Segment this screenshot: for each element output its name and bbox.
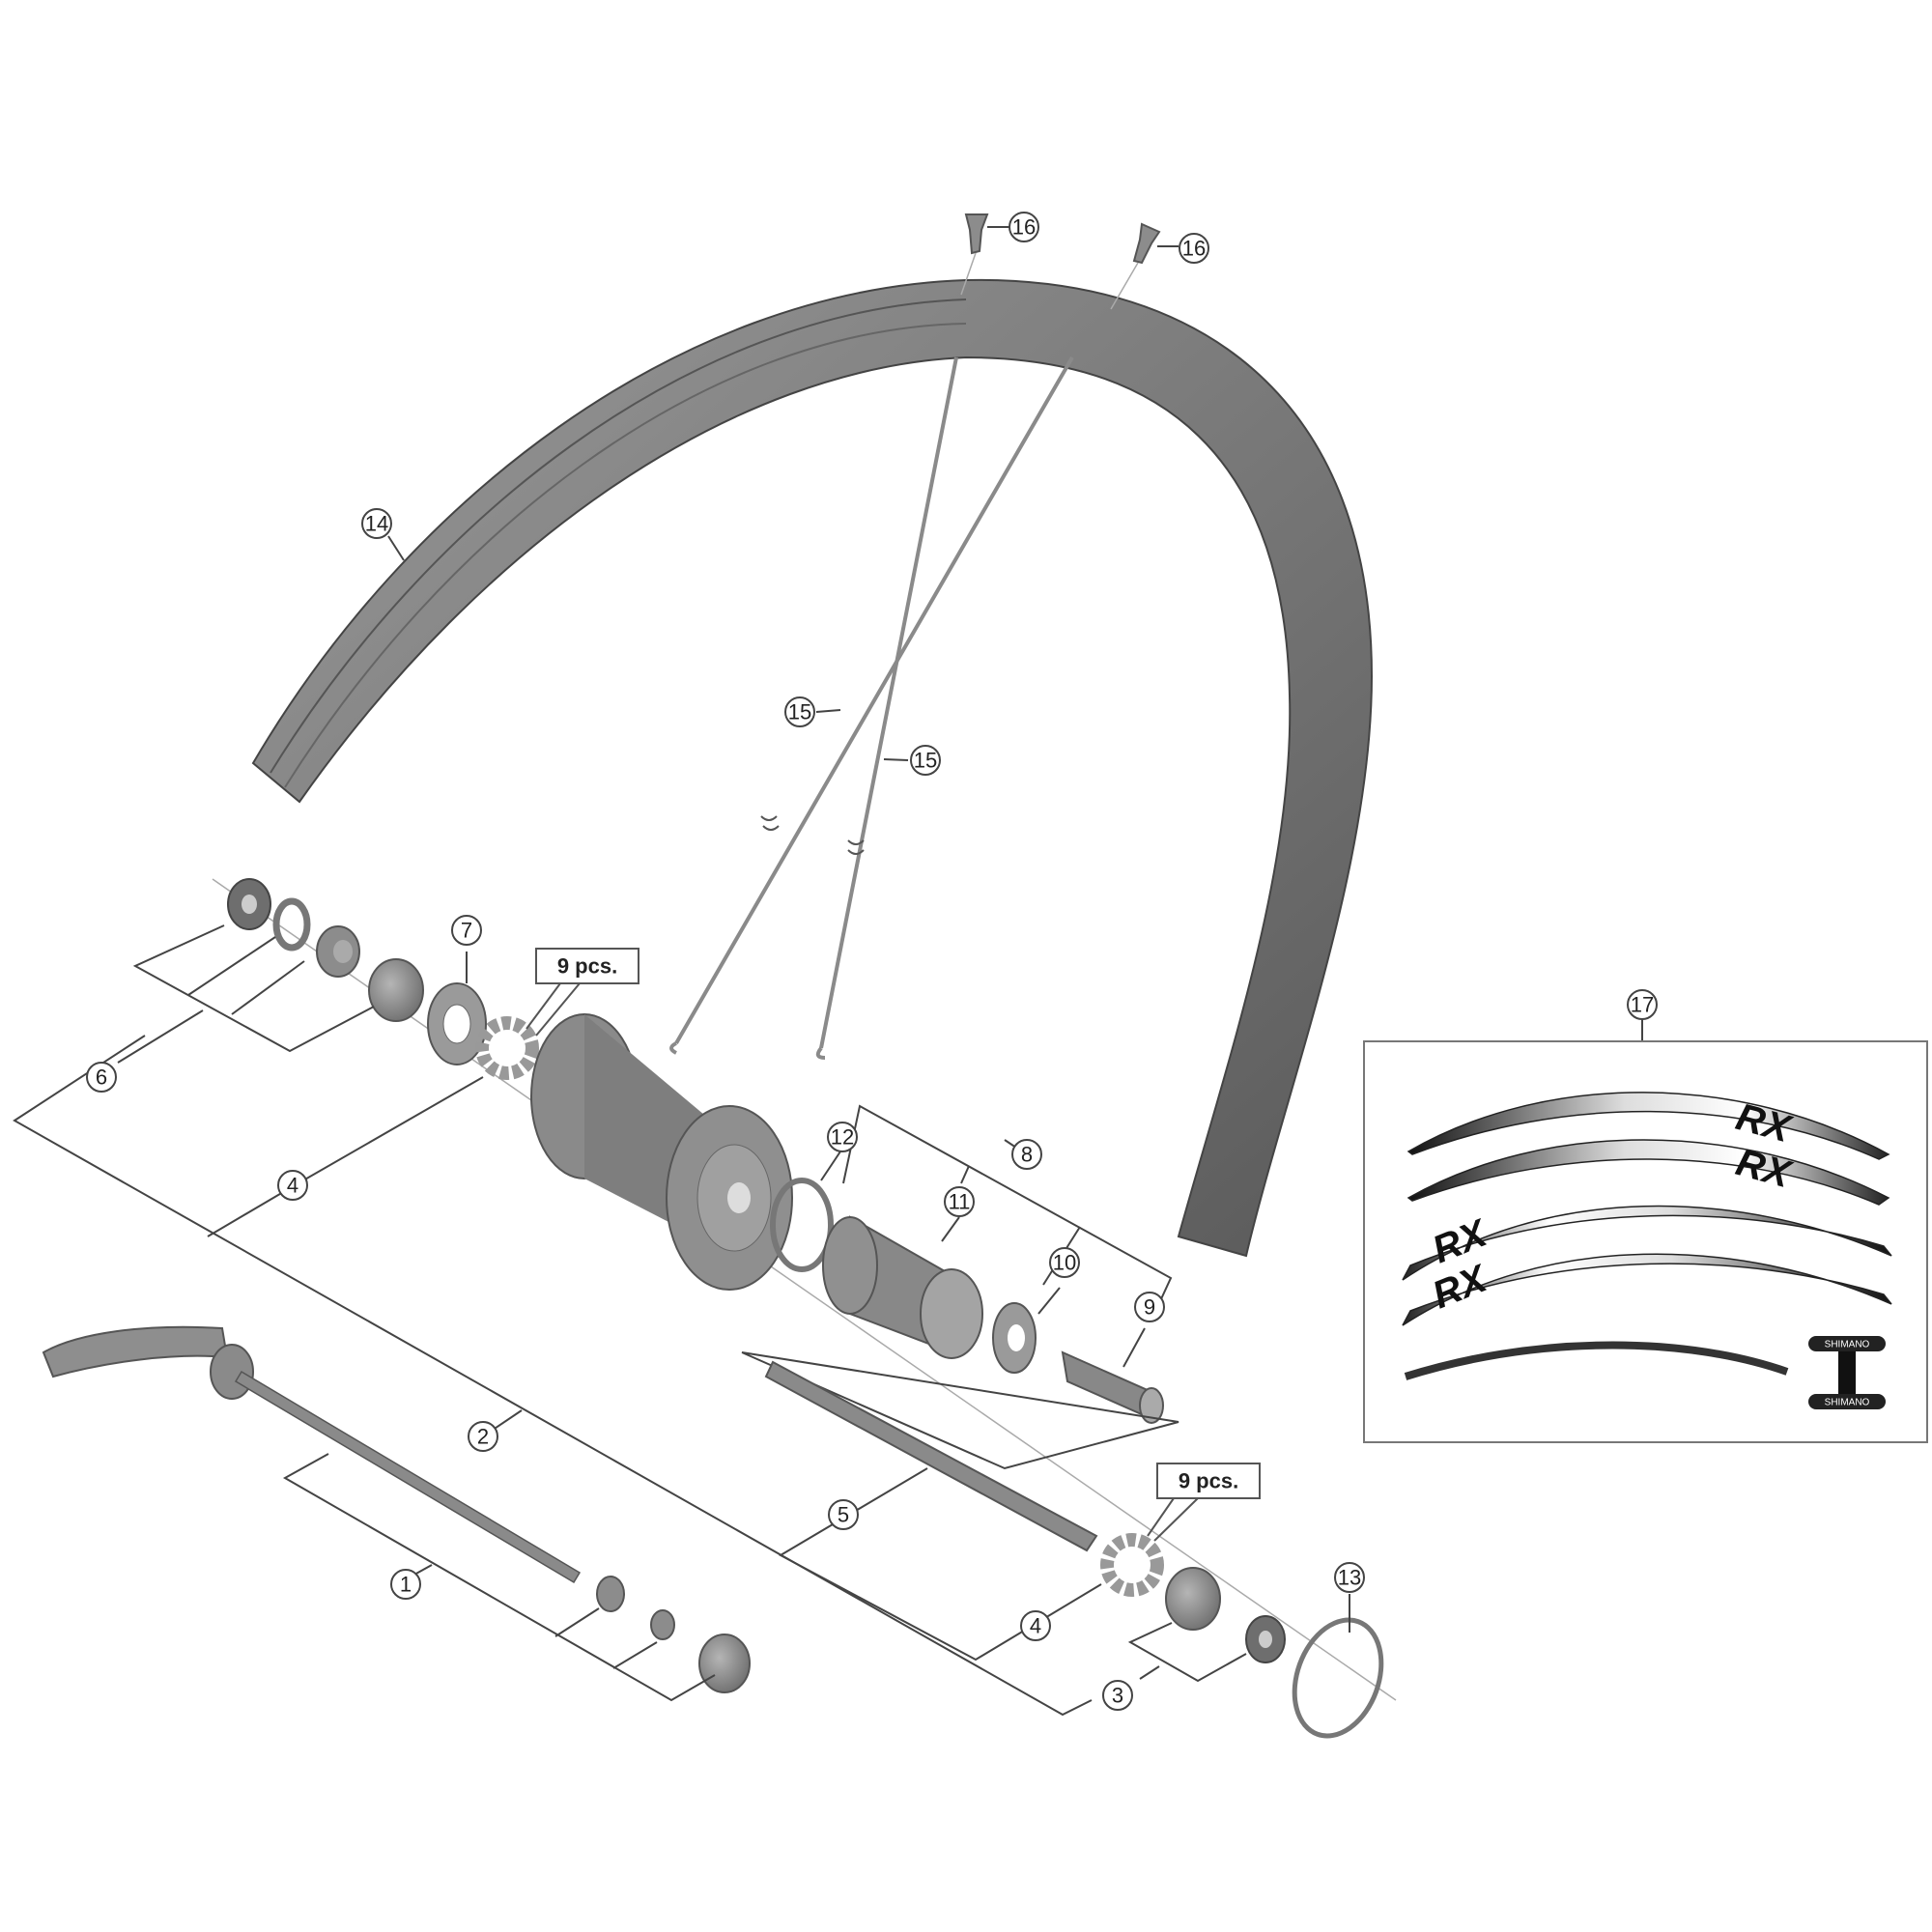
svg-text:15: 15 [914, 749, 937, 773]
callout-17[interactable]: 17 [1627, 989, 1658, 1020]
callout-3[interactable]: 3 [1102, 1680, 1133, 1711]
hub-axle [764, 1360, 1098, 1552]
callout-2[interactable]: 2 [468, 1421, 498, 1452]
freehub-body [822, 1215, 983, 1359]
washer-hole [1008, 1324, 1025, 1351]
callout-1[interactable]: 1 [390, 1569, 421, 1600]
axle-group-box [741, 1351, 1179, 1470]
svg-text:12: 12 [831, 1125, 854, 1150]
callout-6[interactable]: 6 [86, 1062, 117, 1093]
ball-bearings-right [1100, 1533, 1164, 1597]
callout-15a[interactable]: 15 [784, 696, 815, 727]
svg-text:11: 11 [949, 1190, 971, 1214]
callout-4-left[interactable]: 4 [277, 1170, 308, 1201]
svg-text:7: 7 [461, 919, 472, 943]
logo-bottom [1808, 1394, 1886, 1409]
svg-text:6: 6 [96, 1065, 107, 1090]
spoke-nipples [960, 213, 1161, 310]
right-cone-locknut-set [1165, 1567, 1286, 1663]
svg-text:17: 17 [1631, 993, 1654, 1017]
callout-10[interactable]: 10 [1049, 1247, 1080, 1278]
svg-text:10: 10 [1053, 1251, 1076, 1275]
quick-release-skewer [42, 1325, 751, 1693]
callout-9[interactable]: 9 [1134, 1292, 1165, 1322]
callout-4-right[interactable]: 4 [1020, 1610, 1051, 1641]
svg-text:3: 3 [1112, 1684, 1123, 1708]
left-cone-locknut-set [227, 878, 424, 1022]
svg-text:13: 13 [1338, 1566, 1361, 1590]
logo-top [1808, 1336, 1886, 1351]
callout-11[interactable]: 11 [944, 1186, 975, 1217]
svg-text:4: 4 [287, 1174, 298, 1198]
svg-text:2: 2 [477, 1425, 489, 1449]
svg-text:9: 9 [1144, 1295, 1155, 1320]
dust-cap [427, 982, 487, 1065]
callout-15b[interactable]: 15 [910, 745, 941, 776]
qty-note-left: 9 pcs. [526, 948, 639, 1037]
ball-bearings-left [475, 1016, 539, 1080]
o-ring [770, 1178, 834, 1272]
logo-top-text: SHIMANO [1825, 1340, 1870, 1350]
callout-16a[interactable]: 16 [1009, 212, 1039, 242]
svg-text:4: 4 [1030, 1614, 1041, 1638]
brackets [13, 226, 1643, 1717]
callout-13[interactable]: 13 [1334, 1562, 1365, 1593]
logo-bar [1838, 1351, 1856, 1394]
qty-note-right: 9 pcs. [1147, 1463, 1261, 1542]
svg-text:9 pcs.: 9 pcs. [1179, 1469, 1238, 1493]
svg-text:14: 14 [365, 512, 388, 536]
svg-text:1: 1 [400, 1573, 412, 1597]
rim [251, 278, 1374, 1258]
logo-bottom-text: SHIMANO [1825, 1398, 1870, 1408]
svg-text:16: 16 [1182, 237, 1206, 261]
callout-16b[interactable]: 16 [1179, 233, 1209, 264]
callout-8[interactable]: 8 [1011, 1139, 1042, 1170]
svg-text:15: 15 [788, 700, 811, 724]
spoke-protector-ring [1292, 1617, 1384, 1739]
svg-text:8: 8 [1021, 1143, 1033, 1167]
svg-text:16: 16 [1012, 215, 1036, 240]
callout-7[interactable]: 7 [451, 915, 482, 946]
spokes [669, 355, 1074, 1060]
svg-text:5: 5 [838, 1503, 849, 1527]
svg-text:9 pcs.: 9 pcs. [557, 954, 617, 979]
decal-set-box: RX RX RX RX SHIMANO SHIMANO [1363, 1040, 1928, 1443]
callout-14[interactable]: 14 [361, 508, 392, 539]
callout-12[interactable]: 12 [827, 1122, 858, 1152]
callout-5[interactable]: 5 [828, 1499, 859, 1530]
hub-shell [530, 1013, 793, 1291]
fixing-bolt [1061, 1350, 1164, 1424]
decal-strip [1404, 1341, 1789, 1380]
